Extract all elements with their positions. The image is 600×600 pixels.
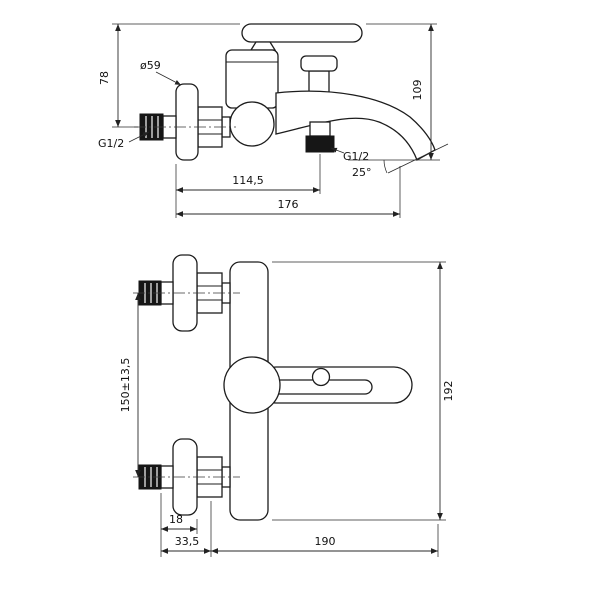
dim-label-inlet-thread: G1/2 [98, 137, 124, 150]
valve-union-circle [229, 101, 275, 147]
mixer-body [225, 49, 279, 109]
dim-label-114-5: 114,5 [232, 174, 264, 187]
dim-label-angle: 25° [352, 166, 372, 179]
dim-label-176: 176 [278, 198, 299, 211]
dim-label-192: 192 [442, 381, 455, 402]
dim-label-190: 190 [315, 535, 336, 548]
front-view: 150±13,5 192 18 33,5 190 [119, 254, 455, 557]
dim-label-78: 78 [98, 71, 111, 85]
angle-arc [383, 159, 388, 174]
dim-label-109: 109 [411, 80, 424, 101]
lever-neck [249, 41, 277, 51]
leader-line-inlet-thread [128, 131, 150, 143]
shower-outlet-collar [309, 121, 331, 137]
dim-label-18: 18 [169, 513, 183, 526]
handle-pin [311, 367, 331, 387]
shower-outlet-nut [305, 135, 335, 153]
wall-escutcheon [175, 83, 199, 161]
angle-face-line [387, 143, 449, 174]
side-view: 78 ø59 109 G1/2 G1/2 114,5 176 25° [98, 23, 449, 218]
leader-line-diameter [155, 71, 182, 86]
diverter-knob [300, 55, 338, 72]
dim-label-33-5: 33,5 [175, 535, 200, 548]
dim-label-150: 150±13,5 [119, 358, 132, 413]
valve-union-circle-front [223, 356, 281, 414]
dim-label-outlet-thread: G1/2 [343, 150, 369, 163]
dim-label-diameter: ø59 [140, 59, 161, 72]
lever-handle [241, 23, 363, 43]
leader-line-outlet-thread [330, 147, 345, 154]
